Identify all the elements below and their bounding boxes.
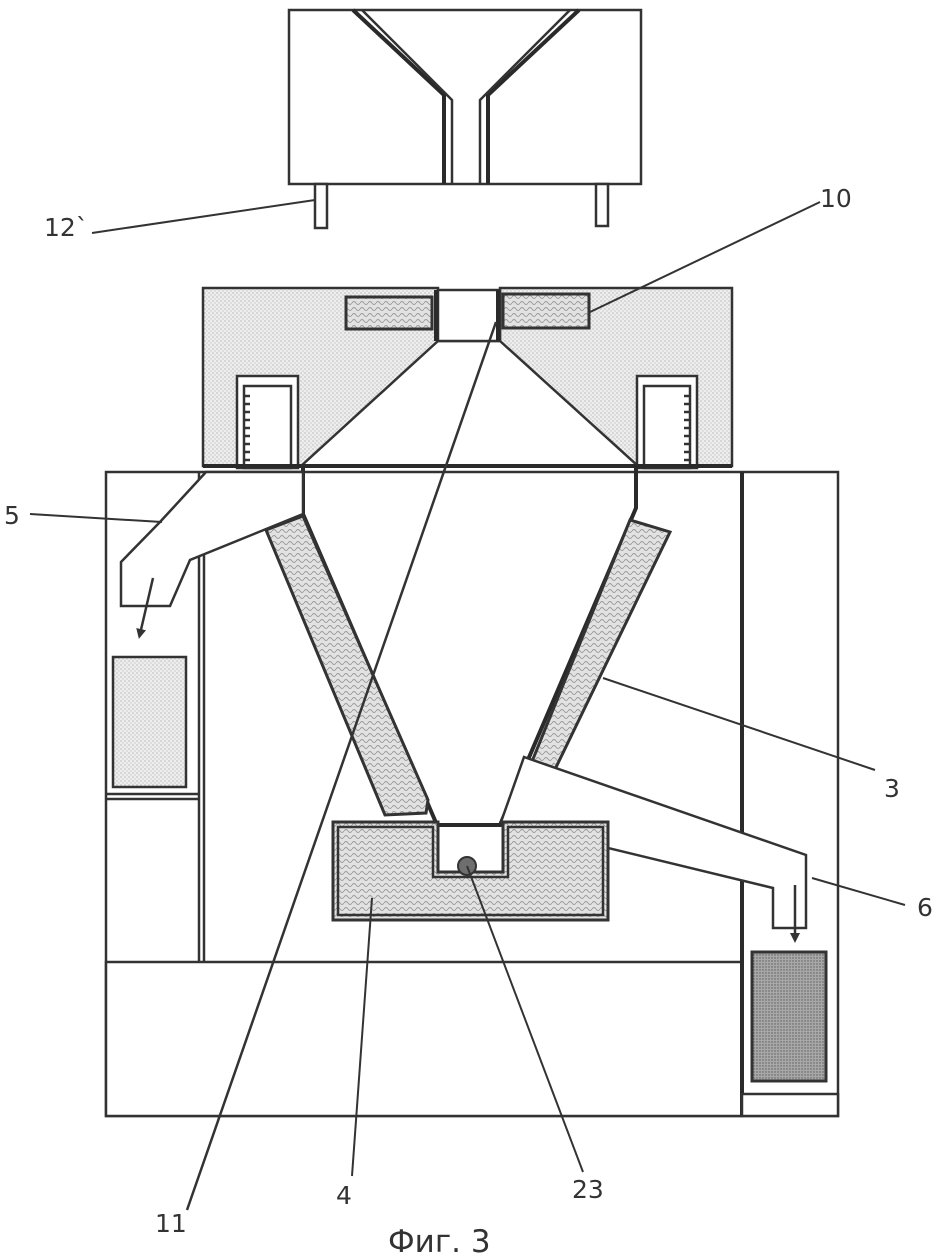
right-socket-inner	[644, 386, 690, 468]
leader-12	[92, 200, 315, 233]
feeder-hopper-unit	[289, 10, 641, 228]
left-socket-inner	[244, 386, 291, 468]
label-6: 6	[917, 893, 933, 922]
feeder-box	[289, 10, 641, 184]
label-12: 12`	[44, 213, 88, 242]
label-5: 5	[4, 501, 20, 530]
label-23: 23	[572, 1175, 604, 1204]
figure-caption: Фиг. 3	[388, 1224, 491, 1260]
collector-left	[113, 657, 186, 787]
center-channel	[438, 290, 500, 341]
label-3: 3	[884, 774, 900, 803]
right-bottom-plate	[742, 1094, 838, 1116]
label-11: 11	[155, 1209, 187, 1238]
label-4: 4	[336, 1181, 352, 1210]
coil-right	[503, 294, 589, 328]
feeder-leg-left	[315, 184, 327, 228]
feeder-leg-right	[596, 184, 608, 226]
base-section	[106, 962, 742, 1116]
top-cover-block	[203, 288, 732, 468]
label-10: 10	[820, 184, 852, 213]
collector-right	[752, 952, 826, 1081]
coil-left	[346, 297, 432, 329]
machine-frame	[106, 472, 838, 1116]
